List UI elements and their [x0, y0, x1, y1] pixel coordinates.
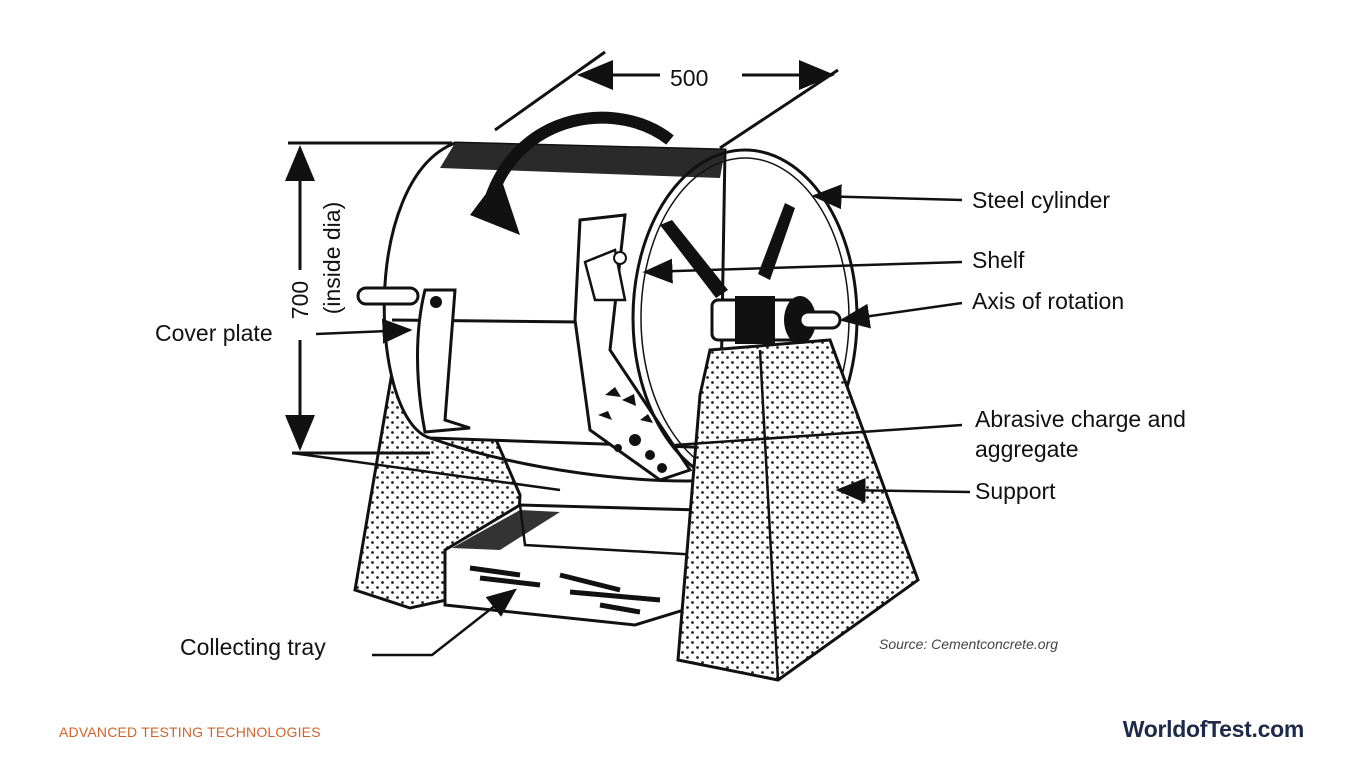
rotation-arrow — [484, 111, 674, 202]
footer-tagline: ADVANCED TESTING TECHNOLOGIES — [59, 724, 321, 740]
source-caption: Source: Cementconcrete.org — [879, 636, 1058, 652]
dimension-500 — [494, 50, 839, 150]
dimension-diameter-label: 700 — [287, 281, 313, 319]
label-axis-of-rotation: Axis of rotation — [972, 288, 1124, 314]
footer-brand: WorldofTest.com — [1122, 716, 1305, 742]
dimension-700 — [285, 141, 452, 455]
dimension-diameter-note: (inside dia) — [319, 202, 345, 315]
axle — [356, 286, 842, 344]
dimension-length-label: 500 — [670, 65, 708, 91]
label-steel-cylinder: Steel cylinder — [972, 187, 1110, 213]
label-collecting-tray: Collecting tray — [180, 634, 326, 660]
label-support: Support — [975, 478, 1056, 504]
right-support — [676, 338, 920, 682]
leader-lines — [291, 184, 971, 657]
cylinder-cutaway — [573, 213, 693, 482]
label-abrasive-line2: aggregate — [975, 436, 1079, 462]
label-cover-plate: Cover plate — [155, 320, 273, 346]
cover-plate — [416, 288, 471, 434]
label-abrasive-line1: Abrasive charge and — [975, 406, 1186, 432]
label-shelf: Shelf — [972, 247, 1025, 273]
abrasive-charge — [598, 387, 667, 473]
